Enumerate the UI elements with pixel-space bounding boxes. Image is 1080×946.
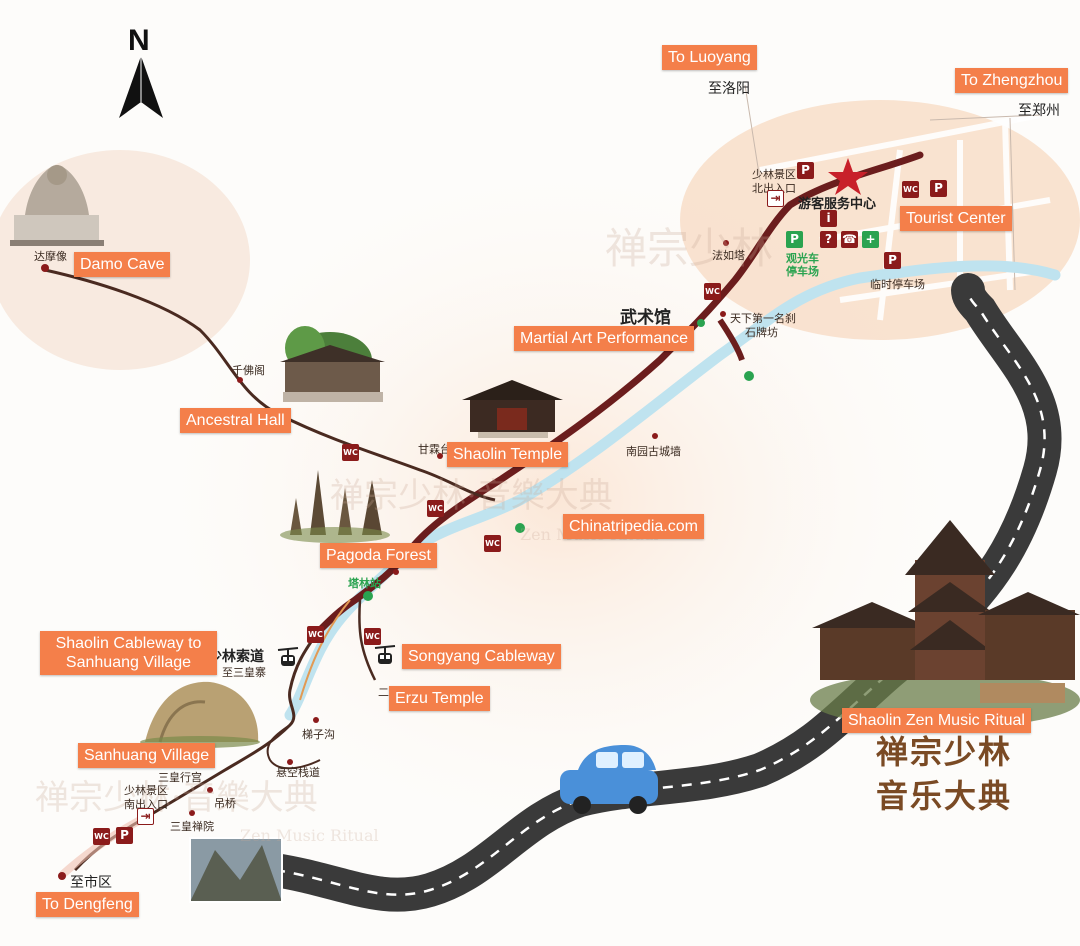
sightseeing-parking-icon[interactable]: P — [786, 231, 803, 248]
north-exit-text-2: 北出入口 — [752, 182, 796, 195]
toilet-icon-songyang[interactable]: WC — [364, 628, 381, 645]
shaolin-temple-image — [462, 380, 563, 438]
info-icon[interactable]: i — [820, 210, 837, 227]
diaoqiao-text: 吊桥 — [214, 797, 236, 810]
first-aid-icon[interactable]: + — [862, 231, 879, 248]
label-songyang-cableway[interactable]: Songyang Cableway — [402, 644, 561, 669]
watermark-bottom: 禅宗少林·音樂大典 — [35, 778, 318, 818]
damo-statue-image — [10, 165, 104, 246]
visitor-center-star — [828, 158, 868, 195]
label-shaolin-temple[interactable]: Shaolin Temple — [447, 442, 569, 467]
phone-icon[interactable]: ☎ — [841, 231, 858, 248]
poi-dots — [41, 240, 729, 880]
town-streets-edge — [744, 84, 1041, 291]
parking-icon[interactable]: P — [797, 162, 814, 179]
cableway-name-text: 少林索道 — [208, 649, 264, 665]
label-damo-cave[interactable]: Damo Cave — [74, 252, 171, 277]
toilet-icon-ganlin[interactable]: WC — [342, 444, 359, 461]
sanhuang-chanyuan-text: 三皇禅院 — [170, 820, 214, 833]
zen-title-line-2: 音乐大典 — [876, 777, 1013, 815]
ganlin-text: 甘霖台 — [418, 443, 451, 456]
main-road-branch — [717, 318, 745, 362]
label-erzu-temple[interactable]: Erzu Temple — [389, 686, 490, 711]
north-arrow — [119, 56, 163, 118]
trail-zigzag — [266, 724, 321, 770]
label-shaolin-zen-music-ritual[interactable]: Shaolin Zen Music Ritual — [842, 708, 1031, 733]
nanyuan-text: 南园古城墙 — [626, 445, 681, 458]
car-image — [560, 745, 658, 814]
label-sanhuang-village[interactable]: Sanhuang Village — [78, 743, 216, 768]
toilet-icon-south[interactable]: WC — [93, 828, 110, 845]
watermark-middle: 禅宗少林·音樂大典 — [330, 476, 613, 516]
zhi-luoyang-text: 至洛阳 — [708, 81, 750, 97]
er-text: 二 — [378, 686, 389, 699]
main-road — [314, 151, 924, 636]
cableway-icon — [277, 647, 299, 666]
highway — [258, 273, 1062, 912]
toilet-icon-town[interactable]: WC — [902, 181, 919, 198]
zhi-zhengzhou-text: 至郑州 — [1018, 103, 1060, 119]
exit-icon-south[interactable]: ⇥ — [137, 808, 154, 825]
sightseeing-parking-text-2: 停车场 — [786, 265, 819, 278]
river — [284, 260, 1061, 721]
toilet-icon-cableway[interactable]: WC — [307, 626, 324, 643]
compass-north-letter: N — [128, 24, 150, 57]
label-tourist-center[interactable]: Tourist Center — [900, 206, 1012, 231]
parking-icon-south[interactable]: P — [116, 827, 133, 844]
label-martial-art-performance[interactable]: Martial Art Performance — [514, 326, 695, 351]
temp-parking-icon[interactable]: P — [884, 252, 901, 269]
fa-ru-ta-text: 法如塔 — [712, 249, 745, 262]
tizi-gou-text: 梯子沟 — [302, 728, 335, 741]
watermark-en-bottom: Zen Music Ritual — [240, 826, 379, 845]
north-exit-text-1: 少林景区 — [752, 168, 796, 181]
label-ancestral-hall[interactable]: Ancestral Hall — [180, 408, 291, 433]
toilet-icon-pagoda[interactable]: WC — [484, 535, 501, 552]
label-chinatripedia[interactable]: Chinatripedia.com — [563, 514, 704, 539]
watermark-top: 禅宗少林 — [605, 224, 774, 273]
memorial-arch-text-2: 石牌坊 — [745, 326, 778, 339]
station-dots — [363, 319, 754, 601]
toilet-icon-temple[interactable]: WC — [427, 500, 444, 517]
sanhuang-xinggong-text: 三皇行宫 — [158, 771, 202, 784]
toilet-icon-wushu[interactable]: WC — [704, 283, 721, 300]
wushu-guan-text: 武术馆 — [620, 308, 671, 328]
trail-songyang — [358, 599, 377, 681]
ancestral-hall-image — [280, 326, 385, 402]
temp-parking-text: 临时停车场 — [870, 278, 925, 291]
visitor-center-text: 游客服务中心 — [798, 197, 877, 212]
talin-station-text: 塔林站 — [348, 577, 381, 590]
qianfo-ge-text: 千佛阁 — [232, 364, 265, 377]
label-to-luoyang[interactable]: To Luoyang — [662, 45, 757, 70]
label-shaolin-cableway[interactable]: Shaolin Cableway to Sanhuang Village — [40, 631, 217, 675]
label-to-dengfeng[interactable]: To Dengfeng — [36, 892, 139, 917]
pagoda-forest-image — [280, 470, 390, 543]
parking-icon-town[interactable]: P — [930, 180, 947, 197]
label-pagoda-forest[interactable]: Pagoda Forest — [320, 543, 437, 568]
question-icon[interactable]: ? — [820, 231, 837, 248]
sightseeing-parking-text-1: 观光车 — [786, 252, 819, 265]
zhi-shiqu-text: 至市区 — [70, 875, 112, 891]
exit-icon[interactable]: ⇥ — [767, 190, 784, 207]
zen-title-line-1: 禅宗少林 — [876, 733, 1013, 771]
cableway-dest-text: 至三皇寨 — [222, 666, 266, 679]
mountain-photo-image — [189, 837, 283, 903]
memorial-arch-text-1: 天下第一名刹 — [730, 312, 796, 325]
label-to-zhengzhou[interactable]: To Zhengzhou — [955, 68, 1069, 93]
south-exit-text-2: 南出入口 — [124, 798, 168, 811]
songyang-cableway-icon — [374, 645, 396, 664]
damo-xiang-text: 达摩像 — [34, 250, 67, 263]
south-exit-text-1: 少林景区 — [124, 784, 168, 797]
xuankong-text: 悬空栈道 — [276, 766, 320, 779]
